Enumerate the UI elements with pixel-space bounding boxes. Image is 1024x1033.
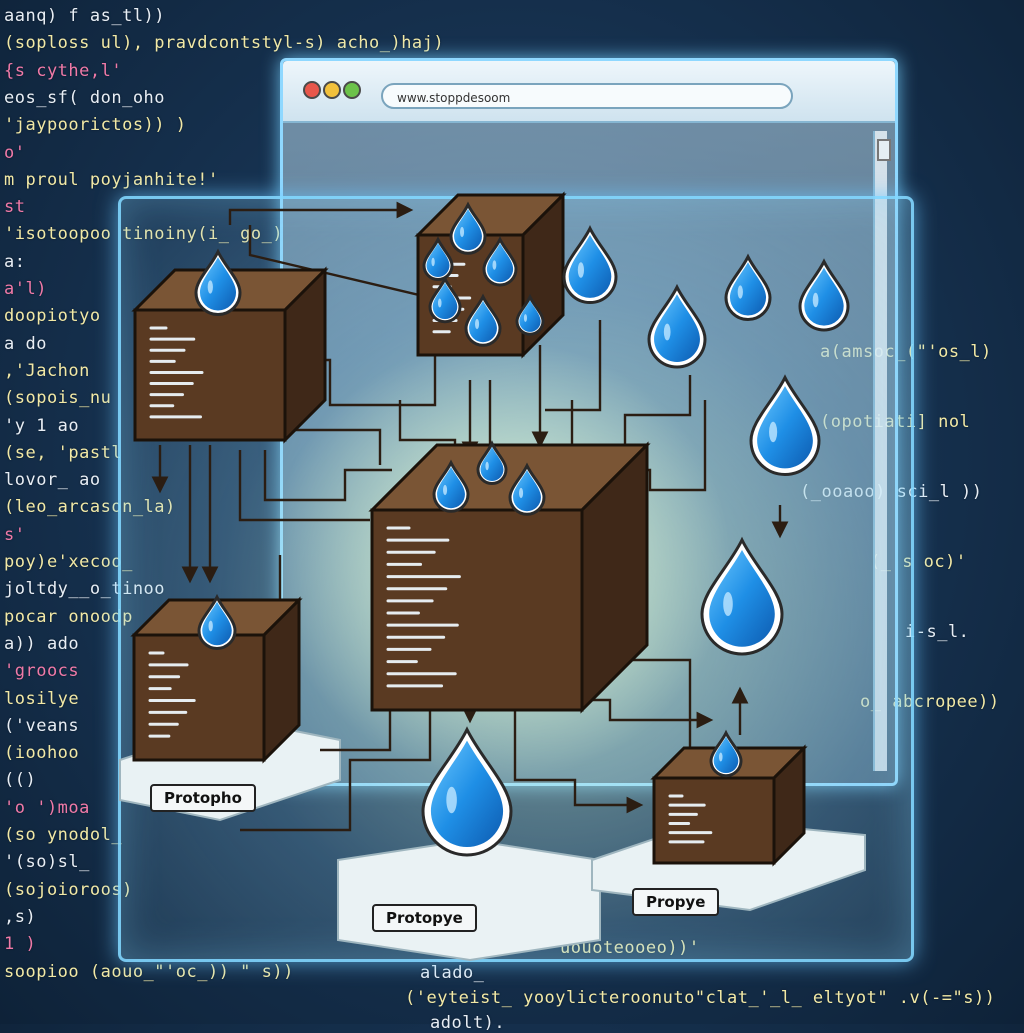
water-drop-icon [428,275,462,324]
code-line: a do [4,333,47,354]
code-line: a'l) [4,279,47,299]
code-line: eos_sf( don_oho [4,87,166,108]
water-drop-icon [476,440,508,485]
water-drop-icon [749,374,821,476]
code-line: o' [4,142,26,163]
close-dot-icon[interactable] [303,81,321,99]
code-line: (sopois_nu [4,388,112,409]
code-line: 1 ) [4,934,37,955]
code-line: {s cythe,l' [4,60,123,81]
label-protopye: Protopye [372,904,477,932]
code-line: a)) ado [4,633,80,654]
code-line: st [4,197,26,218]
box-center [368,441,651,714]
water-drop-icon [798,258,850,332]
code-line: m proul poyjanhite!' [4,169,219,190]
code-line: (sojoioroos) [4,879,133,900]
code-line: '(so)sl_ [4,852,90,873]
url-bar[interactable]: www.stoppdesoom [381,83,793,109]
pedestal-center [337,838,601,962]
code-line: pocar onoodp [4,606,133,627]
code-line: 'y 1 ao [4,415,80,436]
scroll-thumb[interactable] [877,139,891,161]
code-line: poy)e'xecoo_ [4,552,133,572]
code-line: (so ynodol_ [4,825,123,845]
code-line: s' [4,524,26,545]
water-drop-icon [464,293,502,347]
water-drop-icon [482,236,518,287]
water-drop-icon [508,462,546,516]
code-line: alado_ [420,963,485,983]
code-line: (() [4,770,37,791]
code-line: i-s_l. [905,622,970,642]
label-propye: Propye [632,888,720,916]
maximize-dot-icon[interactable] [343,81,361,99]
water-drop-icon [422,236,454,281]
water-drop-icon [724,253,772,321]
code-line: (soploss ul), pravdcontstyl-s) acho_)haj… [4,33,445,54]
code-line: losilye [4,688,80,709]
code-line: (ioohoo [4,743,80,764]
water-drop-icon [197,593,237,650]
code-line: (se, 'pastl [4,442,123,463]
minimize-dot-icon[interactable] [323,81,341,99]
water-drop-icon [562,225,618,304]
code-line: doopiotyo [4,306,101,327]
code-line: ,'Jachon [4,360,90,381]
water-drop-icon [515,293,545,336]
code-line: ('veans [4,715,80,736]
water-drop-icon [449,201,487,255]
code-line: a: [4,251,26,272]
water-drop-icon [194,248,242,316]
water-drop-icon [432,459,470,513]
code-line: soopioo (aouo_"'oc_)) " s)) [4,961,294,982]
code-line: ,s) [4,906,37,927]
water-drop-icon [700,536,784,656]
label-protopho: Protopho [150,784,256,812]
code-line: 'groocs [4,661,80,682]
water-drop-icon [647,283,707,369]
water-drop-icon [421,726,513,857]
browser-titlebar: www.stoppdesoom [283,61,895,123]
code-line: 'o ')moa [4,797,90,818]
code-line: 'jaypoorictos)) ) [4,115,187,136]
code-line: aanq) f as_tl)) [4,6,166,26]
water-drop-icon [709,729,743,778]
code-line: lovor_ ao [4,470,101,491]
code-line: ('eyteist_ yooylicteroonuto"clat_'_l_ el… [405,988,996,1008]
